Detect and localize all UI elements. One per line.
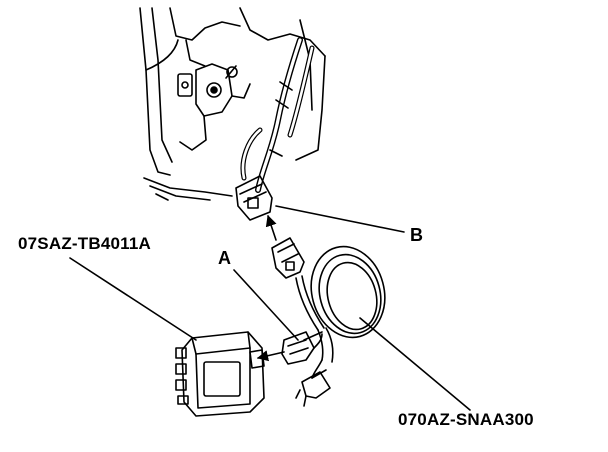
label-callout-a: A bbox=[218, 248, 231, 268]
vehicle-harness-loom bbox=[240, 37, 315, 193]
harness-connector-upper bbox=[271, 237, 305, 279]
leader-line-unit bbox=[69, 257, 197, 341]
harness-coiled-cable bbox=[295, 245, 386, 379]
label-part-harness: 070AZ-SNAA300 bbox=[398, 410, 534, 429]
leader-line-b bbox=[275, 205, 405, 233]
leader-line-a bbox=[233, 269, 299, 341]
vehicle-body-panel bbox=[139, 7, 326, 201]
mounting-bracket bbox=[177, 63, 251, 151]
label-part-unit: 07SAZ-TB4011A bbox=[18, 234, 151, 253]
connection-arrow-b bbox=[265, 214, 277, 241]
control-unit bbox=[175, 331, 265, 417]
harness-connector-a bbox=[281, 331, 323, 365]
label-callout-b: B bbox=[410, 225, 423, 245]
leader-line-harness bbox=[359, 317, 471, 411]
vehicle-connector-b bbox=[235, 175, 273, 221]
harness-ground-connector bbox=[295, 369, 331, 407]
